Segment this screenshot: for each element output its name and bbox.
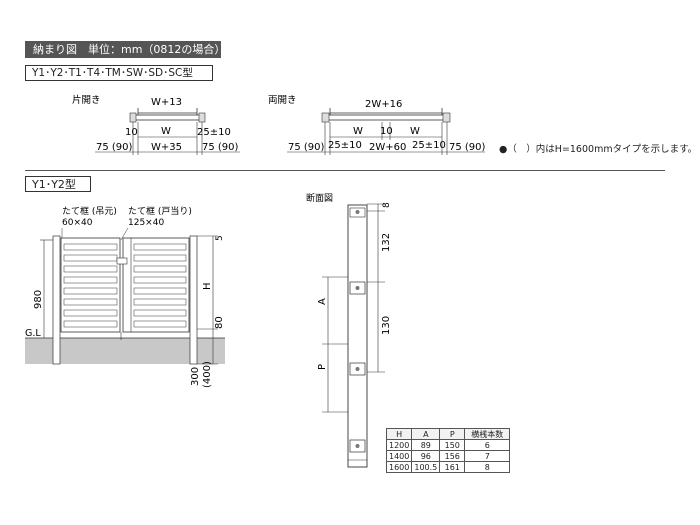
section-divider [25,170,665,171]
models-label: Y1･Y2･T1･T4･TM･SW･SD･SC型 [25,65,213,81]
dim-980: 980 [33,290,44,309]
table-header-row: H A P 横桟本数 [385,428,511,440]
double-gate-bar [327,114,445,121]
table-row: 1200 89 150 6 [385,439,511,451]
double-center-gap: 10 [380,126,393,137]
dim-5: 5 [215,235,225,241]
single-gate-bar [132,114,203,121]
dim-80: 80 [214,316,225,329]
section-post [347,204,368,468]
plan-view: 片開き W+13 10 W 25±10 75 (90) W+35 75 (90)… [72,94,486,155]
single-width: W [161,126,171,137]
double-label: 両開き [268,95,297,106]
table-row: 1600 100.5 161 8 [385,461,511,473]
h1600-note: ●（ ）内はH=1600mmタイプを示します。 [499,144,698,155]
double-top-dim: 2W+16 [365,99,402,110]
col-p: P [439,428,466,440]
single-right-gap: 25±10 [197,127,231,138]
table-cell: 7 [464,450,511,462]
left-post [52,235,61,365]
single-right-post: 75 (90) [202,142,239,153]
double-w-right: W [410,126,420,137]
single-top-dim: W+13 [151,97,182,108]
stile-left-size: 60×40 [62,218,93,228]
table-cell: 1400 [385,450,413,462]
double-right-gap: 25±10 [412,140,446,151]
double-left-gap: 25±10 [328,140,362,151]
section-dim-130: 130 [381,316,392,335]
single-label: 片開き [72,94,101,106]
y1-y2-section-label: Y1･Y2型 [25,176,91,192]
double-w-left: W [353,126,363,137]
section-dim-p: P [317,364,328,370]
right-gate-frame [122,237,190,333]
table-cell: 100.5 [411,461,441,473]
ground-line-label: G.L [25,328,41,339]
table-cell: 1200 [385,439,413,451]
table-cell: 1600 [385,461,413,473]
spec-table: H A P 横桟本数 1200 89 150 6 1400 96 156 7 1… [385,428,511,473]
table-cell: 156 [439,450,466,462]
table-cell: 96 [411,450,441,462]
table-cell: 6 [464,439,511,451]
table-cell: 8 [464,461,511,473]
stile-right-size: 125×40 [128,218,164,228]
table-row: 1400 96 156 7 [385,450,511,462]
section-dim-a: A [317,298,328,305]
double-left-post: 75 (90) [288,142,325,153]
left-gate-frame [60,237,121,333]
table-cell: 89 [411,439,441,451]
single-mid: W+35 [151,142,182,153]
double-mid: 2W+60 [369,142,406,153]
single-left-gap: 10 [125,127,138,138]
double-right-post: 75 (90) [449,142,486,153]
table-cell: 161 [439,461,466,473]
dim-300: 300 [190,367,201,386]
section-label: 断面図 [306,192,333,204]
dim-400: (400) [202,361,213,388]
dim-h: H [202,282,213,290]
section-dim-8: 8 [382,202,392,208]
col-rail-count: 横桟本数 [464,428,511,440]
diagram-title: 納まり図 単位：mm（0812の場合） [25,41,225,58]
col-a: A [411,428,441,440]
section-dim-132: 132 [381,233,392,252]
right-post [189,235,198,365]
single-left-post: 75 (90) [96,142,133,153]
stile-right-label: たて框 (戸当り) [128,205,192,217]
col-h: H [385,428,413,440]
stile-left-label: たて框 (吊元) [62,205,117,217]
table-cell: 150 [439,439,466,451]
